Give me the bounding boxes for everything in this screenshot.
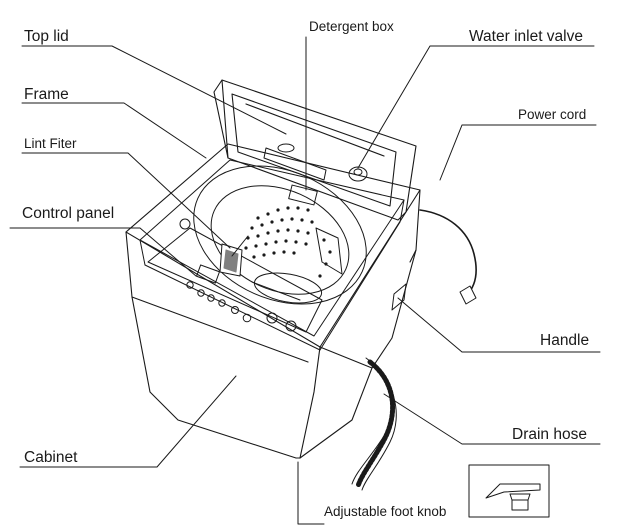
label-handle: Handle xyxy=(540,332,590,349)
label-cabinet: Cabinet xyxy=(24,449,78,466)
drum xyxy=(179,165,367,305)
label-drain-hose: Drain hose xyxy=(512,426,587,443)
control-panel xyxy=(147,227,323,333)
cabinet-body xyxy=(125,143,421,459)
lint-filter xyxy=(219,227,343,277)
top-lid xyxy=(213,79,417,221)
frame xyxy=(139,159,405,351)
label-power-cord: Power cord xyxy=(518,107,587,122)
label-frame: Frame xyxy=(24,86,69,103)
label-detergent-box: Detergent box xyxy=(309,19,394,34)
label-lint-filter: Lint Fiter xyxy=(24,136,77,151)
foot-knob-inset xyxy=(468,464,550,518)
label-top-lid: Top lid xyxy=(24,28,69,45)
handle xyxy=(391,283,407,311)
power-cord xyxy=(419,209,477,305)
drain-hose xyxy=(355,359,396,489)
water-inlet-valve xyxy=(348,166,368,182)
label-control-panel: Control panel xyxy=(22,205,115,222)
label-water-inlet-valve: Water inlet valve xyxy=(469,28,583,45)
leader-lines xyxy=(9,36,601,525)
label-adjustable-foot-knob: Adjustable foot knob xyxy=(324,504,447,519)
drum-perforations xyxy=(244,206,332,278)
